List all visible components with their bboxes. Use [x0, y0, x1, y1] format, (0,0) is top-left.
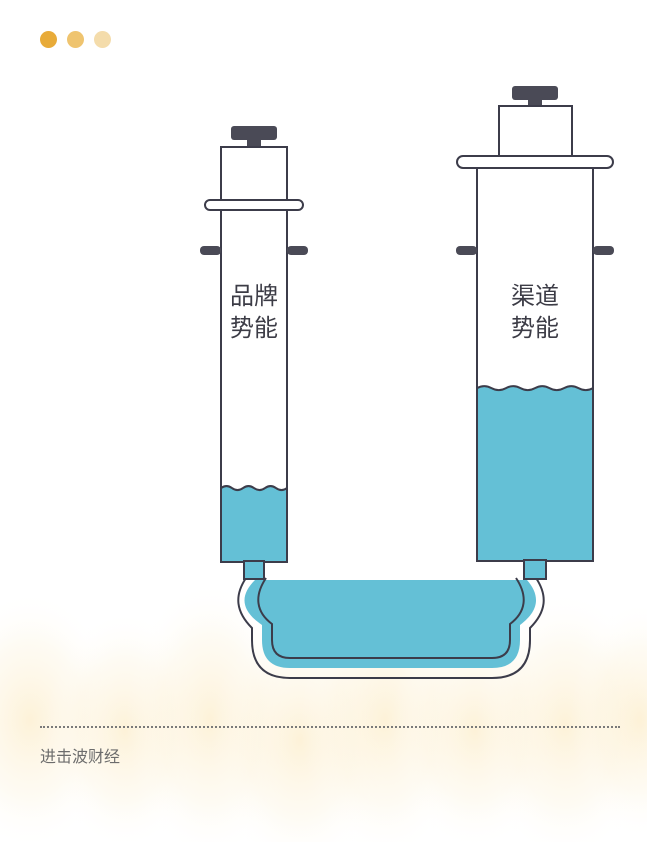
left-plunger-head — [220, 146, 288, 203]
right-grip-left — [456, 246, 477, 255]
left-syringe-label: 品牌 势能 — [221, 280, 287, 344]
left-label-line2: 势能 — [230, 314, 278, 342]
footer-divider — [40, 726, 620, 728]
left-syringe — [200, 126, 308, 580]
right-plunger-head — [498, 105, 573, 159]
right-plunger-stem — [528, 99, 542, 107]
left-liquid — [221, 486, 287, 562]
right-flange — [456, 155, 614, 169]
tube-liquid — [244, 580, 537, 668]
source-credit: 进击波财经 — [40, 747, 121, 766]
right-label-line1: 渠道 — [511, 282, 559, 310]
right-liquid-surface — [476, 385, 594, 392]
tube-outline-outer — [237, 577, 545, 679]
header-dot — [67, 31, 84, 48]
tube-outline-inner — [257, 577, 525, 659]
header-dots — [40, 31, 111, 48]
header-dot — [94, 31, 111, 48]
left-flange — [204, 199, 304, 211]
left-plunger-stem — [247, 139, 261, 148]
left-label-line1: 品牌 — [230, 282, 278, 310]
left-grip-right — [287, 246, 308, 255]
connecting-tube — [237, 577, 545, 679]
left-plunger-cap — [231, 126, 277, 140]
left-grip-left — [200, 246, 221, 255]
header-dot — [40, 31, 57, 48]
right-grip-right — [593, 246, 614, 255]
right-liquid — [477, 386, 593, 561]
right-syringe — [456, 86, 614, 580]
left-liquid-surface — [220, 485, 288, 492]
right-syringe-label: 渠道 势能 — [477, 280, 593, 344]
right-label-line2: 势能 — [511, 314, 559, 342]
left-nozzle — [243, 560, 265, 580]
right-nozzle — [523, 559, 547, 580]
right-plunger-cap — [512, 86, 558, 100]
